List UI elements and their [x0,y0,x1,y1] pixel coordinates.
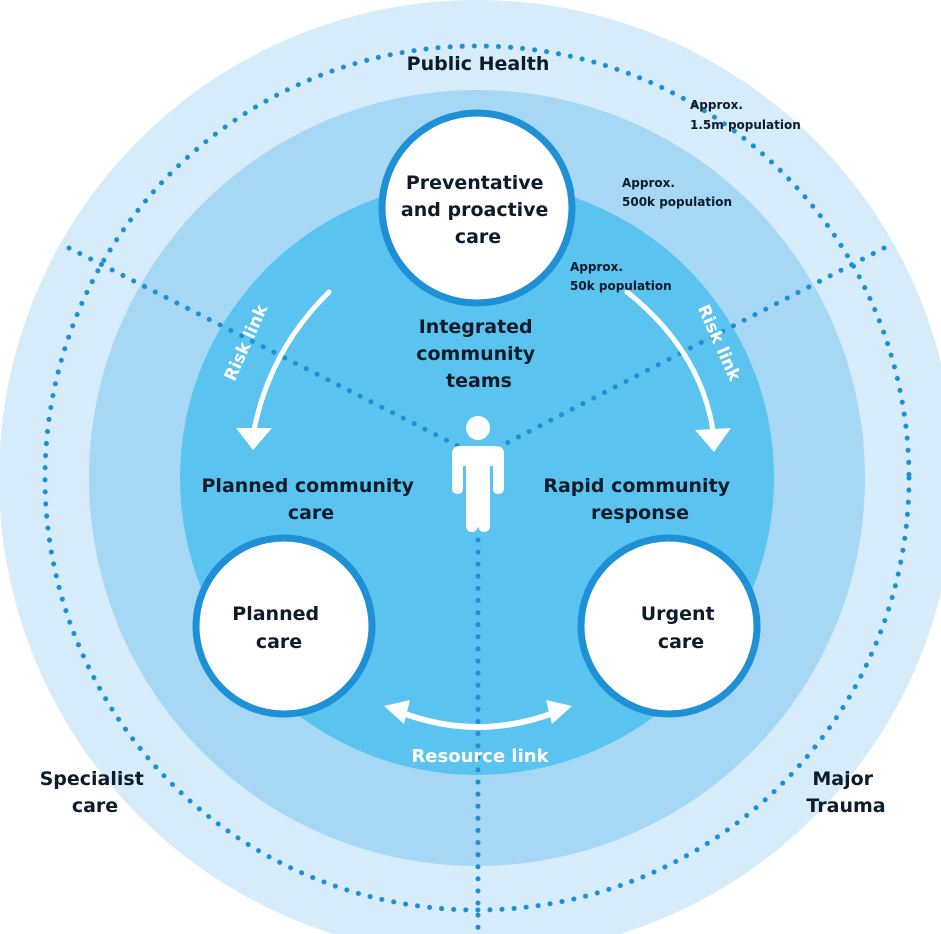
preventative-circle [378,109,576,307]
specialist-line-1: Specialist [40,768,144,790]
urgent-care-label: Urgent care [641,603,722,653]
specialist-care-label: Specialist care [40,768,151,817]
integrated-line-1: Integrated [419,316,533,338]
major-trauma-line-1: Major [812,768,873,790]
divider-left [66,245,465,451]
risk-link-right-arrow [624,289,731,452]
specialist-line-2: care [72,795,118,817]
integrated-teams-label: Integrated community teams [416,316,542,392]
risk-link-left-arrow [236,289,332,450]
major-trauma-line-2: Trauma [806,795,885,817]
population-outer-line-1: Approx. [690,98,743,112]
resource-link-arrow [384,700,572,730]
planned-care-line-2: care [256,631,302,653]
population-outer-line-2: 1.5m population [690,118,801,132]
sector-dividers [66,245,887,934]
rapid-community-line-2: response [591,502,689,524]
preventative-line-1: Preventative [406,172,544,194]
preventative-line-2: and proactive [401,199,549,221]
population-middle-line-1: Approx. [622,176,675,190]
planned-community-label: Planned community care [202,475,421,524]
resource-link-label: Resource link [411,746,549,767]
urgent-care-circle [577,534,761,718]
population-inner-line-1: Approx. [570,260,623,274]
planned-care-circle [192,534,376,718]
major-trauma-label: Major Trauma [806,768,885,817]
planned-community-line-1: Planned community [202,475,415,497]
dotted-boundary [42,43,912,913]
population-inner-line-2: 50k population [570,279,672,293]
rapid-community-line-1: Rapid community [543,475,730,497]
population-inner-label: Approx. 50k population [570,260,672,293]
public-health-label: Public Health [407,53,550,75]
planned-community-line-2: care [288,502,334,524]
population-middle-label: Approx. 500k population [622,176,732,209]
divider-right [494,245,887,451]
integrated-line-2: community [416,343,536,365]
preventative-line-3: care [455,226,501,248]
planned-care-label: Planned care [232,603,325,653]
rapid-community-label: Rapid community response [543,475,736,524]
urgent-care-line-2: care [658,631,704,653]
preventative-label: Preventative and proactive care [401,172,555,248]
population-outer-label: Approx. 1.5m population [690,98,801,132]
integrated-line-3: teams [446,370,512,392]
person-icon [452,416,504,532]
population-middle-line-2: 500k population [622,195,732,209]
planned-care-line-1: Planned [232,603,319,625]
urgent-care-line-1: Urgent [641,603,715,625]
